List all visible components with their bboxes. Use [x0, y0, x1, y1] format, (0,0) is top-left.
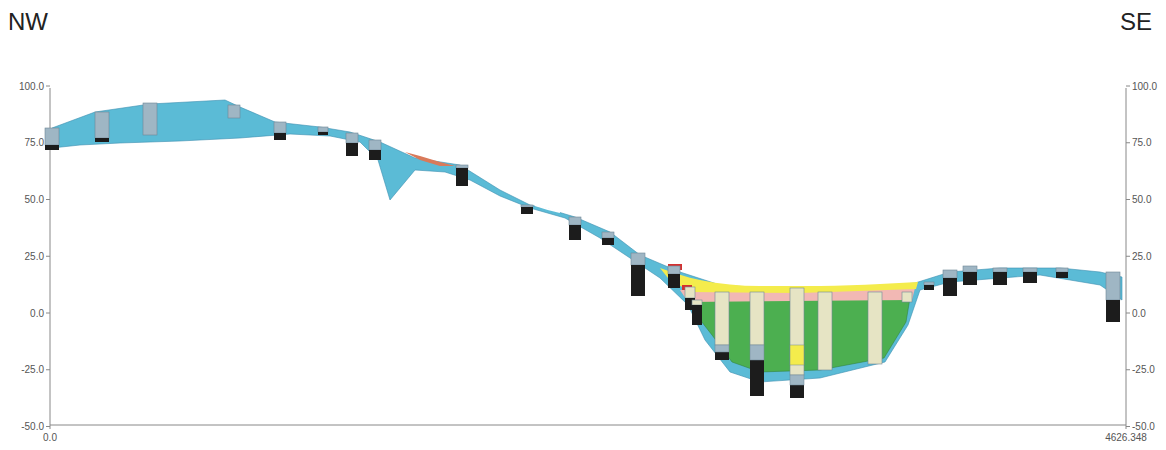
- borehole-base: [1106, 300, 1120, 322]
- borehole: [274, 122, 286, 133]
- axis-label: 0.0: [1132, 308, 1146, 319]
- borehole: [346, 133, 358, 143]
- borehole-base: [274, 133, 286, 140]
- borehole-base: [456, 168, 468, 186]
- borehole-base: [569, 225, 581, 240]
- borehole: [318, 127, 328, 132]
- borehole-base: [521, 207, 533, 214]
- axis-label: 25.0: [1132, 251, 1151, 262]
- borehole: [45, 128, 59, 145]
- borehole: [369, 140, 381, 150]
- borehole-segment: [790, 375, 804, 385]
- distance-label: 0.0: [43, 432, 57, 443]
- borehole-base: [318, 132, 328, 135]
- borehole: [790, 288, 804, 375]
- borehole: [631, 253, 645, 265]
- borehole: [868, 292, 882, 364]
- borehole: [685, 287, 695, 298]
- borehole: [715, 292, 729, 345]
- borehole-base: [790, 375, 804, 398]
- borehole-base: [943, 278, 957, 296]
- yellow-layer: [660, 268, 918, 293]
- axis-label: 100.0: [1132, 81, 1157, 92]
- blue-layer: [52, 100, 1122, 382]
- borehole-base: [715, 345, 729, 360]
- borehole: [750, 292, 764, 345]
- borehole: [943, 270, 957, 278]
- axis-label: 25.0: [25, 251, 44, 262]
- axis-label: -50.0: [1132, 421, 1155, 432]
- borehole-segment: [750, 345, 764, 360]
- direction-label: SE: [1120, 8, 1152, 36]
- borehole: [602, 232, 614, 238]
- axis-label: -25.0: [21, 364, 44, 375]
- borehole: [902, 292, 912, 302]
- borehole: [1023, 268, 1037, 272]
- borehole: [818, 292, 832, 370]
- borehole-base: [924, 285, 934, 290]
- borehole-base: [95, 138, 109, 142]
- axis-label: 100.0: [19, 81, 44, 92]
- axis-label: -50.0: [21, 421, 44, 432]
- borehole-base: [692, 305, 702, 325]
- gap: [535, 205, 560, 212]
- borehole: [692, 300, 702, 305]
- borehole: [963, 266, 977, 272]
- borehole-segment: [715, 345, 729, 352]
- borehole-base: [631, 265, 645, 296]
- borehole-segment: [790, 345, 804, 365]
- borehole: [668, 266, 680, 274]
- axis-label: 50.0: [25, 194, 44, 205]
- borehole: [95, 112, 109, 138]
- borehole-base: [750, 345, 764, 396]
- borehole: [456, 165, 468, 168]
- borehole-base: [602, 238, 614, 245]
- borehole: [569, 217, 581, 225]
- axis-label: 75.0: [1132, 137, 1151, 148]
- borehole-base: [963, 272, 977, 285]
- borehole: [924, 282, 934, 285]
- direction-label: NW: [8, 8, 48, 36]
- axis-label: 50.0: [1132, 194, 1151, 205]
- borehole-base: [369, 150, 381, 160]
- borehole: [1056, 268, 1068, 272]
- lens: [405, 152, 455, 166]
- borehole: [1106, 272, 1120, 300]
- borehole-base: [346, 143, 358, 156]
- axis-label: -25.0: [1132, 364, 1155, 375]
- axis-label: 75.0: [25, 137, 44, 148]
- borehole-base: [1023, 272, 1037, 283]
- borehole: [993, 268, 1007, 272]
- borehole-base: [1056, 272, 1068, 278]
- boreholes: [45, 103, 1120, 398]
- borehole-base: [45, 145, 59, 150]
- borehole-base: [668, 274, 680, 288]
- borehole: [228, 105, 240, 118]
- distance-label: 4626.348: [1105, 432, 1147, 443]
- borehole-base: [993, 272, 1007, 285]
- axes: [46, 86, 1130, 429]
- axis-label: 0.0: [30, 308, 44, 319]
- borehole: [143, 103, 157, 135]
- borehole: [521, 205, 533, 207]
